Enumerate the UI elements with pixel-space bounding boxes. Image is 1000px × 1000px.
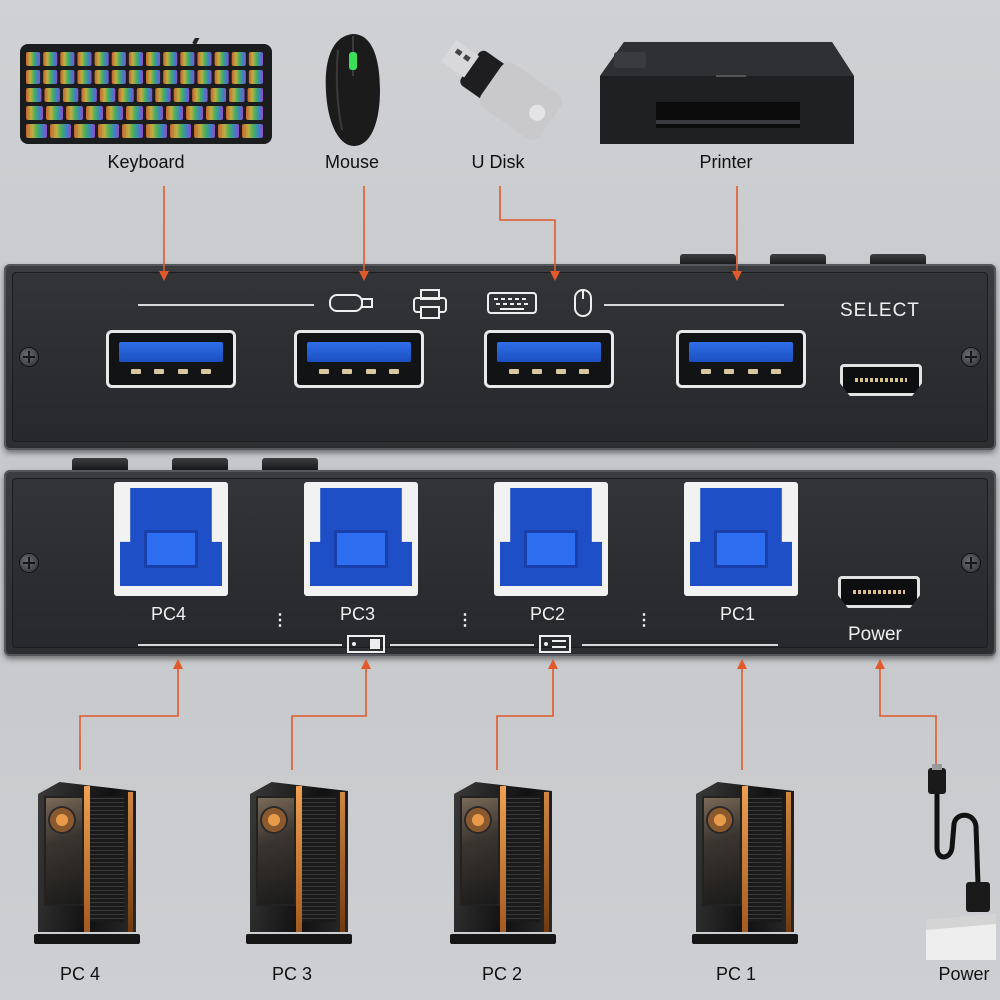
- pc-tower-2: [440, 772, 558, 944]
- usb-b-port-pc4: [114, 482, 228, 596]
- power-cable-image: [900, 764, 996, 960]
- printer-image: [596, 32, 860, 150]
- pc-silk-icon: [346, 634, 386, 654]
- pc-tower-3: [236, 772, 354, 944]
- usb-a-port-4: [676, 330, 806, 388]
- port-label-pc3: PC3: [340, 604, 376, 624]
- power-port: [838, 576, 920, 608]
- usb-b-port-pc2: [494, 482, 608, 596]
- wire-udisk: [499, 186, 560, 281]
- computer-label-1: PC 1: [715, 964, 757, 984]
- udisk-silk-icon: [328, 290, 376, 316]
- udisk-label: U Disk: [471, 152, 525, 172]
- screw-icon: [20, 348, 38, 366]
- usb-a-port-2: [294, 330, 424, 388]
- screw-icon: [20, 554, 38, 572]
- wire-pc3: [291, 659, 371, 770]
- usb-b-port-pc1: [684, 482, 798, 596]
- bottom-panel: PC4 PC3 PC2 PC1 ⋮ ⋮ ⋮ Power: [4, 470, 996, 656]
- wire-power: [875, 659, 937, 764]
- power-port-label: Power: [848, 624, 902, 645]
- mouse-silk-icon: [572, 288, 594, 318]
- keyboard-image: [18, 17, 274, 148]
- udisk-image: [428, 30, 578, 150]
- mouse-label: Mouse: [324, 152, 380, 172]
- pc-tower-4: [24, 772, 142, 944]
- pc-tower-1: [682, 772, 800, 944]
- screw-icon: [962, 348, 980, 366]
- bottom-knob-2: [172, 458, 228, 472]
- bottom-knob-1: [72, 458, 128, 472]
- keyboard-silk-icon: [486, 290, 538, 316]
- usb-a-port-1: [106, 330, 236, 388]
- computer-label-4: PC 4: [59, 964, 101, 984]
- port-label-pc4: PC4: [151, 604, 187, 624]
- wire-pc2: [496, 659, 558, 770]
- printer-silk-icon: [412, 288, 448, 320]
- mouse-image: [318, 30, 388, 150]
- port-label-pc2: PC2: [530, 604, 566, 624]
- bottom-knob-3: [262, 458, 318, 472]
- computer-label-2: PC 2: [481, 964, 523, 984]
- wire-pc4: [79, 659, 183, 770]
- printer-label: Printer: [699, 152, 753, 172]
- pc-silk-icon: [538, 634, 572, 654]
- usb-b-port-pc3: [304, 482, 418, 596]
- usb-a-port-3: [484, 330, 614, 388]
- select-label: SELECT: [840, 300, 920, 321]
- top-panel: SELECT: [4, 264, 996, 450]
- power-source-label: Power: [938, 964, 990, 984]
- screw-icon: [962, 554, 980, 572]
- select-hdmi-port: [840, 364, 922, 396]
- keyboard-label: Keyboard: [107, 152, 185, 172]
- computer-label-3: PC 3: [271, 964, 313, 984]
- port-label-pc1: PC1: [720, 604, 756, 624]
